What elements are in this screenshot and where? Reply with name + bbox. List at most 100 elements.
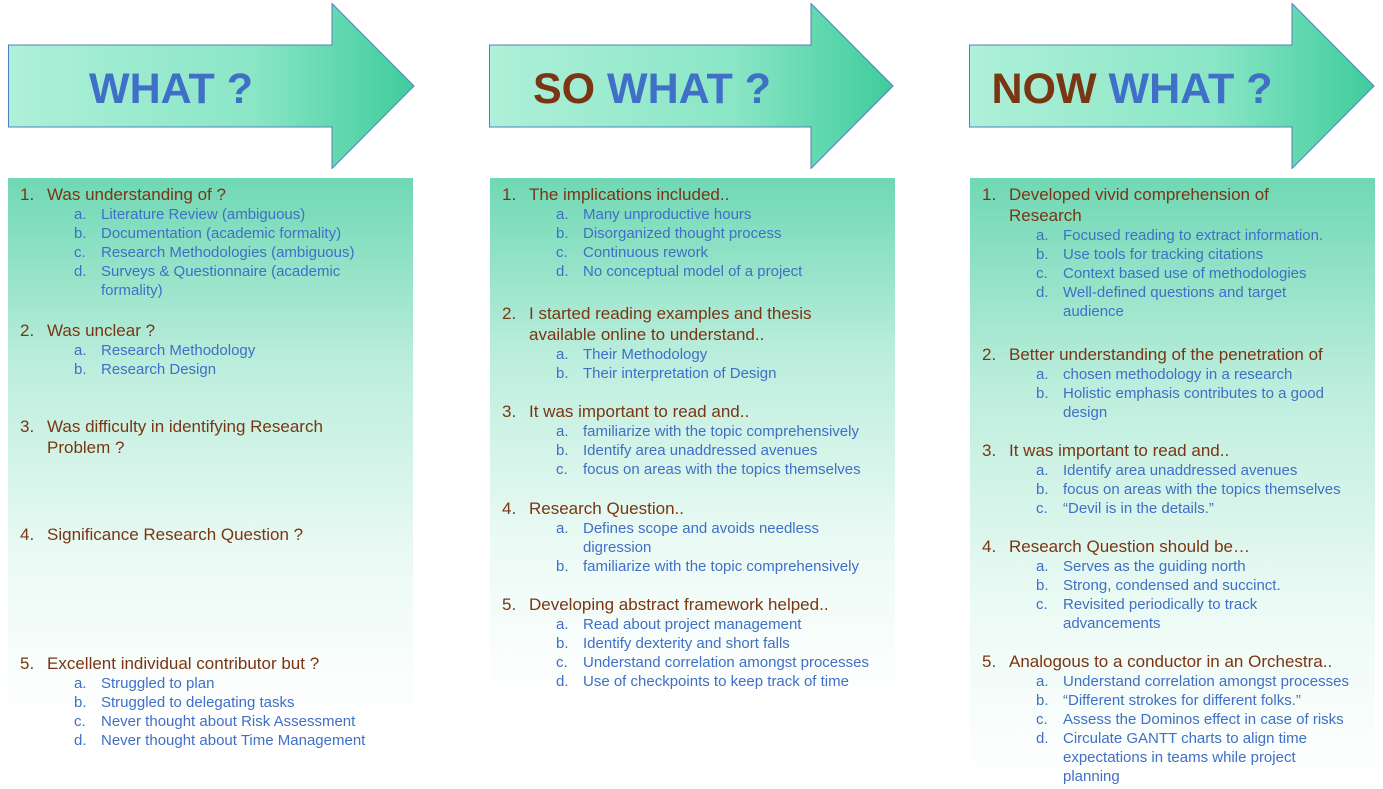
sub-text: Struggled to plan bbox=[101, 675, 215, 692]
item-number: 3. bbox=[502, 402, 517, 421]
item-text: The implications included.. bbox=[529, 185, 730, 204]
sub-item: b.Holistic emphasis contributes to a goo… bbox=[982, 384, 1369, 422]
sub-text: Never thought about Risk Assessment bbox=[101, 713, 356, 730]
panel-so-what: 1.The implications included.. a.Many unp… bbox=[490, 178, 895, 698]
sub-letter: b. bbox=[74, 361, 87, 378]
item-text: Developing abstract framework helped.. bbox=[529, 595, 829, 614]
sub-letter: a. bbox=[1036, 673, 1049, 690]
sub-item: d.No conceptual model of a project bbox=[502, 262, 889, 281]
sub-item: a.chosen methodology in a research bbox=[982, 365, 1369, 384]
sub-letter: a. bbox=[1036, 558, 1049, 575]
item-number: 1. bbox=[20, 185, 35, 204]
list-item: 4.Research Question.. a.Defines scope an… bbox=[502, 498, 889, 576]
sub-text: Never thought about Time Management bbox=[101, 732, 366, 749]
sub-letter: c. bbox=[1036, 500, 1048, 517]
sub-item: a. Many unproductive hours bbox=[502, 205, 889, 224]
sub-letter: c. bbox=[74, 713, 86, 730]
sub-item: d.Surveys & Questionnaire (academic form… bbox=[20, 262, 407, 300]
item-text: Was understanding of ? bbox=[47, 185, 226, 204]
sub-letter: b. bbox=[556, 442, 569, 459]
arrow-icon bbox=[8, 3, 415, 169]
panel-now-what: 1. Developed vivid comprehension of Resea… bbox=[970, 178, 1375, 785]
sub-text: Defines scope and avoids needless digres… bbox=[583, 520, 819, 556]
list-item: 5.Excellent individual contributor but ?… bbox=[20, 653, 407, 750]
column-title: SO WHAT ? bbox=[489, 65, 815, 113]
sub-letter: a. bbox=[1036, 462, 1049, 479]
sub-text: Documentation (academic formality) bbox=[101, 225, 342, 242]
sub-letter: a. bbox=[1036, 227, 1049, 244]
sub-item: d.Well-defined questions and target audi… bbox=[982, 283, 1369, 321]
sub-letter: a. bbox=[556, 346, 569, 363]
sub-letter: a. bbox=[556, 206, 569, 223]
item-text: Was difficulty in identifying Research P… bbox=[47, 417, 323, 457]
item-text: Analogous to a conductor in an Orchestra… bbox=[1009, 652, 1333, 671]
sub-text: Identify area unaddressed avenues bbox=[1063, 462, 1298, 479]
list-item: 2.Was unclear ? a.Research Methodology b… bbox=[20, 320, 407, 379]
sub-text: Understand correlation amongst processes bbox=[583, 654, 869, 671]
sub-text: familiarize with the topic comprehensive… bbox=[583, 558, 859, 575]
sub-text: Their interpretation of Design bbox=[583, 365, 777, 382]
list-item: 4.Significance Research Question ? bbox=[20, 524, 407, 545]
item-number: 3. bbox=[20, 417, 35, 436]
sub-letter: b. bbox=[74, 694, 87, 711]
sub-text: Research Design bbox=[101, 361, 217, 378]
sub-text: Continuous rework bbox=[583, 244, 709, 261]
sub-letter: c. bbox=[74, 244, 86, 261]
sub-item: c. Never thought about Risk Assessment bbox=[20, 712, 407, 731]
sub-letter: b. bbox=[556, 225, 569, 242]
list-item: 5.Developing abstract framework helped..… bbox=[502, 594, 889, 691]
sub-item: c.Revisited periodically to track advanc… bbox=[982, 595, 1369, 633]
sub-letter: b. bbox=[1036, 692, 1049, 709]
sub-text: Holistic emphasis contributes to a good … bbox=[1063, 385, 1324, 421]
title-word-blue: WHAT ? bbox=[89, 65, 253, 113]
sub-text: No conceptual model of a project bbox=[583, 263, 803, 280]
sub-text: Research Methodologies (ambiguous) bbox=[101, 244, 355, 261]
sub-text: Use tools for tracking citations bbox=[1063, 246, 1264, 263]
item-number: 2. bbox=[982, 345, 997, 364]
sub-text: Many unproductive hours bbox=[583, 206, 752, 223]
sub-letter: c. bbox=[1036, 596, 1048, 613]
sub-text: Read about project management bbox=[583, 616, 802, 633]
sub-item: b. Research Design bbox=[20, 360, 407, 379]
item-text: Developed vivid comprehension of Researc… bbox=[1009, 185, 1269, 225]
sub-letter: a. bbox=[1036, 366, 1049, 383]
sub-item: b.Documentation (academic formality) bbox=[20, 224, 407, 243]
sub-item: c.Understand correlation amongst process… bbox=[502, 653, 889, 672]
sub-letter: d. bbox=[74, 732, 87, 749]
sub-text: familiarize with the topic comprehensive… bbox=[583, 423, 859, 440]
sub-letter: b. bbox=[1036, 246, 1049, 263]
sub-item: a. Understand correlation amongst process… bbox=[982, 672, 1369, 691]
sub-text: Understand correlation amongst processes bbox=[1063, 673, 1349, 690]
item-text: Better understanding of the penetration … bbox=[1009, 345, 1323, 364]
sub-item: a. Identify area unaddressed avenues bbox=[982, 461, 1369, 480]
sub-text: Well-defined questions and target audien… bbox=[1063, 284, 1287, 320]
column-title: NOW WHAT ? bbox=[969, 65, 1295, 113]
sub-item: a.Literature Review (ambiguous) bbox=[20, 205, 407, 224]
sub-item: b.focus on areas with the topics themsel… bbox=[982, 480, 1369, 499]
sub-item: a.Struggled to plan bbox=[20, 674, 407, 693]
sub-text: “Devil is in the details.” bbox=[1063, 500, 1214, 517]
list-item: 3.It was important to read and.. a.famil… bbox=[502, 401, 889, 479]
sub-letter: c. bbox=[556, 244, 568, 261]
sub-item: b.Strong, condensed and succinct. bbox=[982, 576, 1369, 595]
sub-item: c. Continuous rework bbox=[502, 243, 889, 262]
sub-text: Serves as the guiding north bbox=[1063, 558, 1246, 575]
sub-item: c. Research Methodologies (ambiguous) bbox=[20, 243, 407, 262]
sub-item: d. Never thought about Time Management bbox=[20, 731, 407, 750]
arrow-icon bbox=[489, 3, 894, 169]
sub-item: b. Identify area unaddressed avenues bbox=[502, 441, 889, 460]
item-number: 1. bbox=[982, 185, 997, 204]
sub-letter: d. bbox=[556, 673, 569, 690]
sub-item: a.Defines scope and avoids needless digr… bbox=[502, 519, 889, 557]
list-item: 2.I started reading examples and thesis … bbox=[502, 303, 889, 383]
column-title: WHAT ? bbox=[8, 65, 334, 113]
item-number: 3. bbox=[982, 441, 997, 460]
sub-item: a.Focused reading to extract information… bbox=[982, 226, 1369, 245]
list-item: 4.Research Question should be… a.Serves … bbox=[982, 536, 1369, 633]
sub-item: b.Their interpretation of Design bbox=[502, 364, 889, 383]
sub-letter: a. bbox=[74, 342, 87, 359]
sub-letter: c. bbox=[1036, 265, 1048, 282]
sub-item: d.Circulate GANTT charts to align time e… bbox=[982, 729, 1369, 786]
sub-text: Identify area unaddressed avenues bbox=[583, 442, 818, 459]
sub-item: c.Assess the Dominos effect in case of r… bbox=[982, 710, 1369, 729]
